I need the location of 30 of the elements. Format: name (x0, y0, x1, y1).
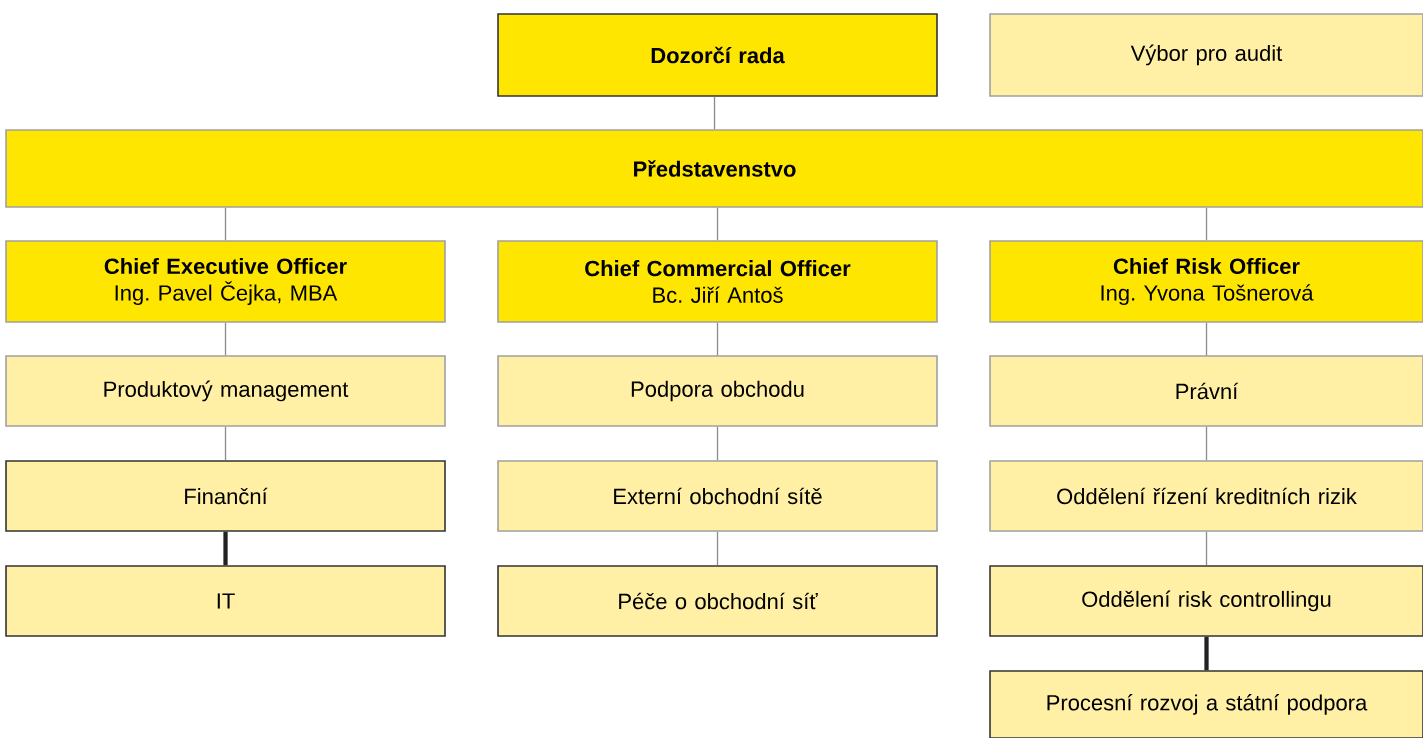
department-box: Péče o obchodní síť (497, 565, 938, 637)
connector-line (1205, 207, 1208, 241)
department-box: Externí obchodní sítě (497, 460, 938, 532)
connector-line (716, 322, 719, 356)
connector-line (224, 322, 227, 356)
department-box: Produktový management (5, 355, 446, 427)
title-box: Chief Risk Officer Ing. Yvona Tošnerová (989, 240, 1423, 323)
connector-line (223, 531, 228, 566)
connector-line (1205, 322, 1208, 356)
connector-line (224, 426, 227, 461)
title-box: Představenstvo (5, 129, 1423, 208)
connector-line (713, 96, 716, 130)
connector-line (1205, 426, 1208, 461)
connector-line (716, 207, 719, 241)
department-box: Oddělení risk controllingu (989, 565, 1423, 637)
connector-line (716, 531, 719, 566)
department-box: Finanční (5, 460, 446, 532)
department-box: Oddělení řízení kreditních rizik (989, 460, 1423, 532)
connector-line (1204, 636, 1209, 671)
department-box: Právní (989, 355, 1423, 427)
connector-line (1205, 531, 1208, 566)
department-box: Procesní rozvoj a státní podpora (989, 670, 1423, 738)
department-box: Podpora obchodu (497, 355, 938, 427)
department-box: Výbor pro audit (989, 13, 1423, 97)
title-box: Chief Executive Officer Ing. Pavel Čejka, MBA (5, 240, 446, 323)
connector-line (716, 426, 719, 461)
title-box: Chief Commercial Officer Bc. Jiří Antoš (497, 240, 938, 323)
title-box: Dozorčí rada (497, 13, 938, 97)
connector-line (224, 207, 227, 241)
department-box: IT (5, 565, 446, 637)
